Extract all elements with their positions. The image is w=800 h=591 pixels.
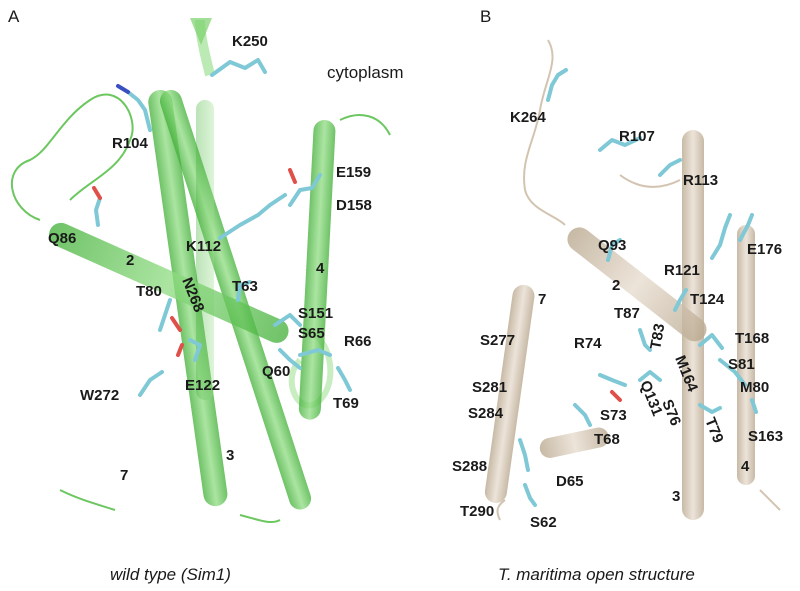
residue-label: K250 <box>232 33 268 50</box>
residue-label: W272 <box>80 387 119 404</box>
sidechains-a <box>92 58 352 397</box>
residue-label: S73 <box>600 407 627 424</box>
helix-b-7 <box>484 284 535 503</box>
helix-number: 4 <box>316 260 325 277</box>
residue-label: T168 <box>735 330 769 347</box>
helix-a-2 <box>48 222 289 343</box>
helix-a-faint <box>196 100 214 400</box>
panel-b: B <box>452 7 783 584</box>
residue-label: K264 <box>510 109 547 126</box>
residue-label: T83 <box>647 322 668 350</box>
panel-b-caption: T. maritima open structure <box>498 565 695 584</box>
panel-a-letter: A <box>8 7 20 26</box>
residue-label: E159 <box>336 164 371 181</box>
residue-label: S81 <box>728 356 755 373</box>
loop-b-3 <box>759 489 781 511</box>
panel-a-caption: wild type (Sim1) <box>110 565 231 584</box>
residue-label: T68 <box>594 431 620 448</box>
helix-number: 7 <box>120 467 128 484</box>
residue-label: S284 <box>468 405 504 422</box>
residue-label: T290 <box>460 503 494 520</box>
helix-b-4 <box>737 225 755 485</box>
helix-number: 3 <box>226 447 234 464</box>
panel-a: A <box>8 7 404 584</box>
residue-label: R107 <box>619 128 655 145</box>
helix-number: 7 <box>538 291 546 308</box>
residue-label: S65 <box>298 325 325 342</box>
residue-label: E122 <box>185 377 220 394</box>
loop-b-4 <box>496 499 506 521</box>
residue-label: R121 <box>664 262 700 279</box>
helix-number: 4 <box>741 458 750 475</box>
sidechains-b <box>518 68 758 507</box>
helix-b-2 <box>567 227 707 342</box>
residue-label: D65 <box>556 473 584 490</box>
helix-b-short <box>539 427 609 458</box>
helix-number: 2 <box>126 252 134 269</box>
cytoplasm-label: cytoplasm <box>327 63 404 82</box>
residue-label: D158 <box>336 197 372 214</box>
residue-label: S281 <box>472 379 507 396</box>
loop-b-2 <box>619 174 681 188</box>
loop-a-4 <box>239 514 281 524</box>
residue-label: Q60 <box>262 363 290 380</box>
residue-label: E176 <box>747 241 782 258</box>
panel-b-letter: B <box>480 7 491 26</box>
residue-label: S76 <box>658 397 684 428</box>
residue-label: T79 <box>701 415 726 445</box>
residue-label: S288 <box>452 458 487 475</box>
residue-label: M80 <box>740 379 769 396</box>
residue-label: S62 <box>530 514 557 531</box>
residue-label: T69 <box>333 395 359 412</box>
residue-label: R104 <box>112 135 149 152</box>
loop-a-1 <box>11 93 134 221</box>
helix-number: 3 <box>672 488 680 505</box>
residue-label: S163 <box>748 428 783 445</box>
loop-a-2 <box>339 114 391 136</box>
residue-label: Q86 <box>48 230 76 247</box>
residue-label: S151 <box>298 305 333 322</box>
residue-label: T63 <box>232 278 258 295</box>
residue-label: Q131 <box>636 378 666 418</box>
residue-label: T80 <box>136 283 162 300</box>
residue-label: R66 <box>344 333 372 350</box>
residue-label: T87 <box>614 305 640 322</box>
residue-label: T124 <box>690 291 725 308</box>
residue-label: K112 <box>186 238 221 255</box>
residue-label: S277 <box>480 332 515 349</box>
residue-label: Q93 <box>598 237 626 254</box>
loop-b-1 <box>523 39 566 226</box>
arrow-a-head <box>190 18 212 45</box>
helix-a-4 <box>298 119 336 420</box>
residue-label: R74 <box>574 335 602 352</box>
helix-number: 2 <box>612 277 620 294</box>
residue-label: R113 <box>683 172 718 189</box>
loop-a-3 <box>59 489 116 511</box>
